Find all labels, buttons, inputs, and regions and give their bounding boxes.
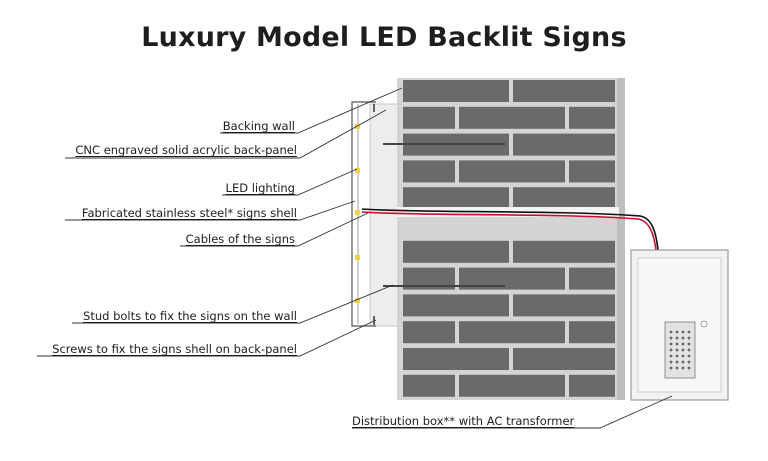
leader-acrylic-panel [65,109,387,159]
brick [459,321,565,344]
brick [569,106,615,129]
vent-hole [681,366,685,370]
leader-cables [180,212,369,247]
label-backing-wall: Backing wall [222,119,295,133]
leader-backing-wall [220,87,403,134]
vent-hole [687,348,691,352]
brick [403,267,455,290]
brick [513,80,615,102]
vent-hole [669,348,673,352]
vent-hole [681,342,685,346]
vent-hole [681,348,685,352]
brick [569,267,615,290]
brick [403,80,509,102]
cable-black [361,208,659,251]
led-light-2 [355,168,360,173]
vent-hole [681,336,685,340]
vent-hole [675,366,679,370]
vent-hole [669,336,673,340]
vent-hole [687,354,691,358]
ac-transformer [664,321,696,379]
brick [459,106,565,129]
leader-steel-shell [65,200,356,221]
vent-hole [669,330,673,334]
leader-stud-bolts [72,284,394,324]
brick [569,321,615,344]
backing-wall [397,78,619,400]
led-light-3 [355,210,360,215]
transformer-vents [669,330,691,370]
led-light-1 [355,124,360,129]
vent-hole [681,354,685,358]
brick [403,321,455,344]
brick [513,187,615,210]
vent-hole [681,330,685,334]
brick [513,133,615,156]
brick [459,160,565,183]
vent-hole [669,366,673,370]
vent-hole [687,366,691,370]
vent-hole [687,360,691,364]
vent-hole [675,348,679,352]
label-steel-shell: Fabricated stainless steel* signs shell [81,206,297,220]
vent-hole [675,354,679,358]
leader-distribution-box [352,395,673,429]
cable-red [361,211,657,251]
brick [403,240,509,263]
vent-hole [675,360,679,364]
brick [513,348,615,370]
label-screws: Screws to fix the signs shell on back-pa… [52,342,297,356]
brick [569,374,615,397]
brick [403,106,455,129]
brick [403,348,509,370]
brick [513,294,615,317]
label-stud-bolts: Stud bolts to fix the signs on the wall [83,309,297,323]
vent-hole [669,354,673,358]
brick [569,160,615,183]
brick [459,267,565,290]
label-acrylic-panel: CNC engraved solid acrylic back-panel [75,143,297,157]
vent-hole [687,336,691,340]
led-light-5 [355,298,360,303]
label-distribution-box: Distribution box** with AC transformer [352,414,575,428]
brick [403,374,455,397]
leader-led-lighting [222,168,358,196]
vent-hole [681,360,685,364]
vent-hole [675,342,679,346]
leader-screws [37,319,377,357]
distribution-box-lock [700,320,708,328]
vent-hole [675,336,679,340]
label-led-lighting: LED lighting [225,181,295,195]
vent-hole [669,342,673,346]
diagram-title: Luxury Model LED Backlit Signs [141,22,627,53]
label-cables: Cables of the signs [185,232,295,246]
vent-hole [669,360,673,364]
vent-hole [687,330,691,334]
brick-pattern [403,80,615,397]
brick [459,374,565,397]
brick [403,187,509,210]
brick [513,240,615,263]
led-light-4 [355,255,360,260]
brick [403,294,509,317]
wall-edge [617,78,625,400]
brick [403,160,455,183]
vent-hole [687,342,691,346]
vent-hole [675,330,679,334]
